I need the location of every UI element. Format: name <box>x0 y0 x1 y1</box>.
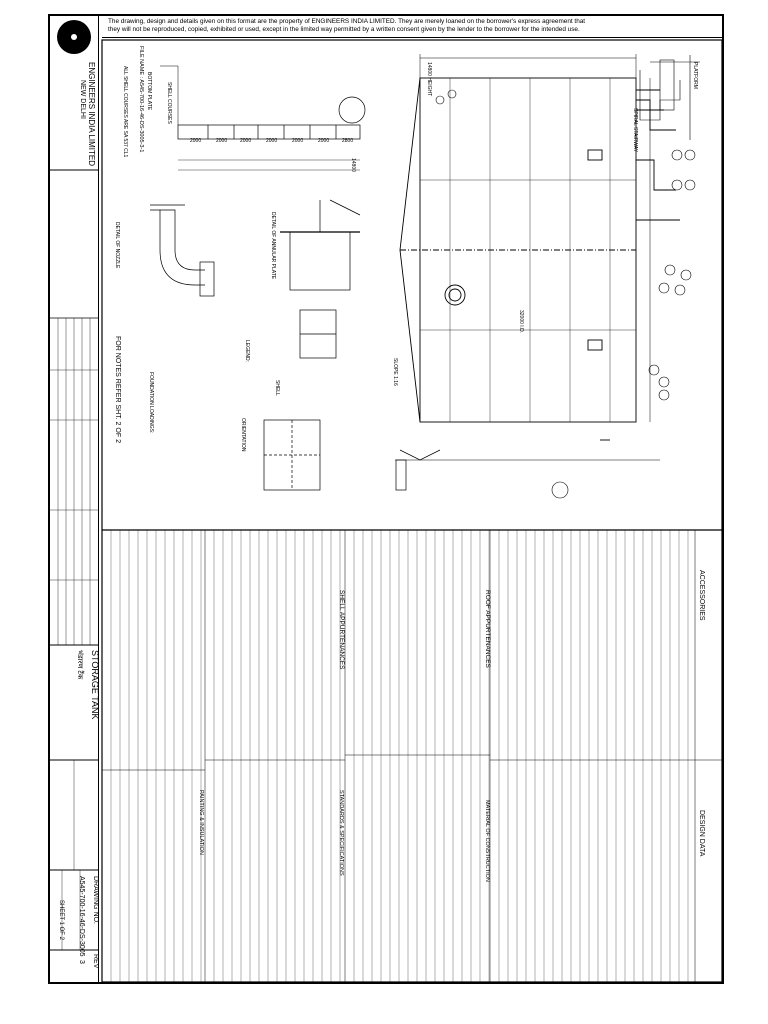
course-dim-label: 2000 <box>318 138 329 144</box>
materials-heading: MATERIAL OF CONSTRUCTION <box>484 800 490 882</box>
standards-heading: STANDARDS & SPECIFICATIONS <box>338 790 344 876</box>
course-dim-label: 2000 <box>216 138 227 144</box>
notice-line-1: The drawing, design and details given on… <box>108 18 586 25</box>
left-title-strip <box>50 16 99 982</box>
notice-line-2: they will not be reproduced, copied, exh… <box>108 26 580 33</box>
roof-appurtenances-heading: ROOF APPURTENANCES <box>484 590 491 669</box>
rev-label: REV <box>92 954 99 969</box>
course-dim-label: 2000 <box>266 138 277 144</box>
course-dim-label: 2000 <box>292 138 303 144</box>
sheet-number: SHEET 1 OF 2 <box>58 900 64 941</box>
drawing-number: A545-700-16-46-DS-3005 <box>78 876 85 957</box>
file-name: FILE NAME : A545-700-16-46-DS-3005-3-1 <box>138 46 144 152</box>
shell-course-note: ALL SHELL COURSES ARE SA 537 CL1 <box>122 66 128 158</box>
painting-heading: PAINTING & INSULATION <box>198 790 204 855</box>
shell-course-title: SHELL COURSES <box>166 82 172 124</box>
spiral-stair-label: SPIRAL STAIRWAY <box>632 108 638 153</box>
for-notes-label: FOR NOTES REFER SHT. 2 OF 2 <box>114 336 121 443</box>
course-total: 14800 <box>350 158 356 172</box>
drawing-sheet-border <box>48 14 724 984</box>
shell-label: SHELL <box>274 380 280 396</box>
bottom-plate-label: BOTTOM PLATE <box>146 72 152 111</box>
drawing-title: STORAGE TANK <box>90 650 100 720</box>
legend-label: LEGEND: <box>244 340 250 362</box>
design-data-heading: DESIGN DATA <box>698 810 705 857</box>
main-height-label: 14800 HEIGHT <box>426 62 432 96</box>
shell-appurtenances-heading: SHELL APPURTENANCES <box>338 590 345 670</box>
course-dim-label: 2000 <box>190 138 201 144</box>
company-logo <box>57 20 91 54</box>
detail-b-label: DETAIL OF ANNULAR PLATE <box>270 212 276 280</box>
detail-a-label: DETAIL OF NOZZLE <box>114 222 120 269</box>
tank-dia-label: 32000 I.D. <box>518 310 524 333</box>
rev-number: 3 <box>78 960 85 964</box>
course-dim-label: 2800 <box>342 138 353 144</box>
platform-label: PLATFORM <box>692 62 698 89</box>
roof-slope-label: SLOPE 1:16 <box>392 358 398 386</box>
drawing-title-hindi: भंडारण टैंक <box>76 650 85 680</box>
course-dim-label: 2000 <box>240 138 251 144</box>
ownership-notice: The drawing, design and details given on… <box>102 16 722 38</box>
orientation-label: ORIENTATION <box>240 418 246 452</box>
accessories-heading: ACCESSORIES <box>698 570 705 621</box>
drawing-no-label: DRAWING NO. <box>92 876 99 924</box>
foundation-label: FOUNDATION LOADINGS: <box>148 372 154 433</box>
